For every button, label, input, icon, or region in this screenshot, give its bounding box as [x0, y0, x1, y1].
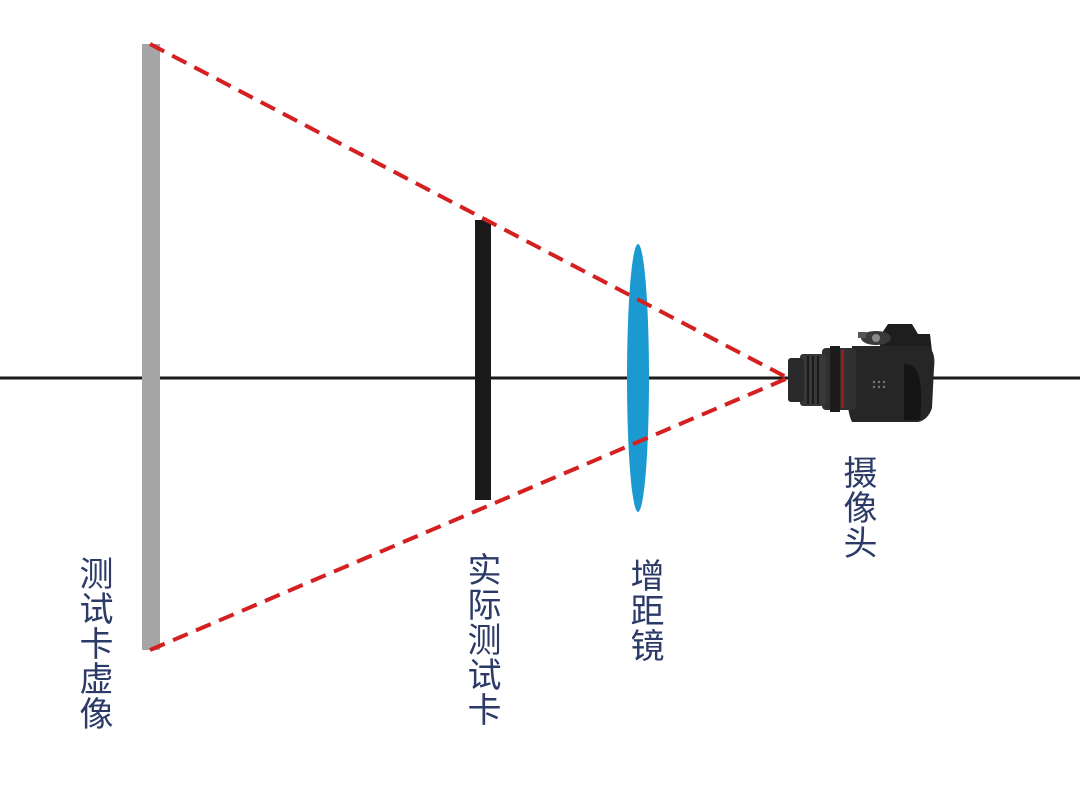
actual-card-bar	[475, 220, 491, 500]
label-virtual-image: 测试卡虚像	[73, 556, 113, 731]
ray-top	[149, 42, 789, 380]
extender-lens	[627, 244, 649, 512]
label-extender-lens: 增距镜	[624, 558, 664, 663]
virtual-image-bar	[142, 44, 160, 650]
ray-bottom	[149, 376, 789, 652]
label-actual-card: 实际测试卡	[461, 552, 501, 727]
label-camera: 摄像头	[837, 455, 877, 560]
dslr-camera-icon	[788, 324, 935, 422]
